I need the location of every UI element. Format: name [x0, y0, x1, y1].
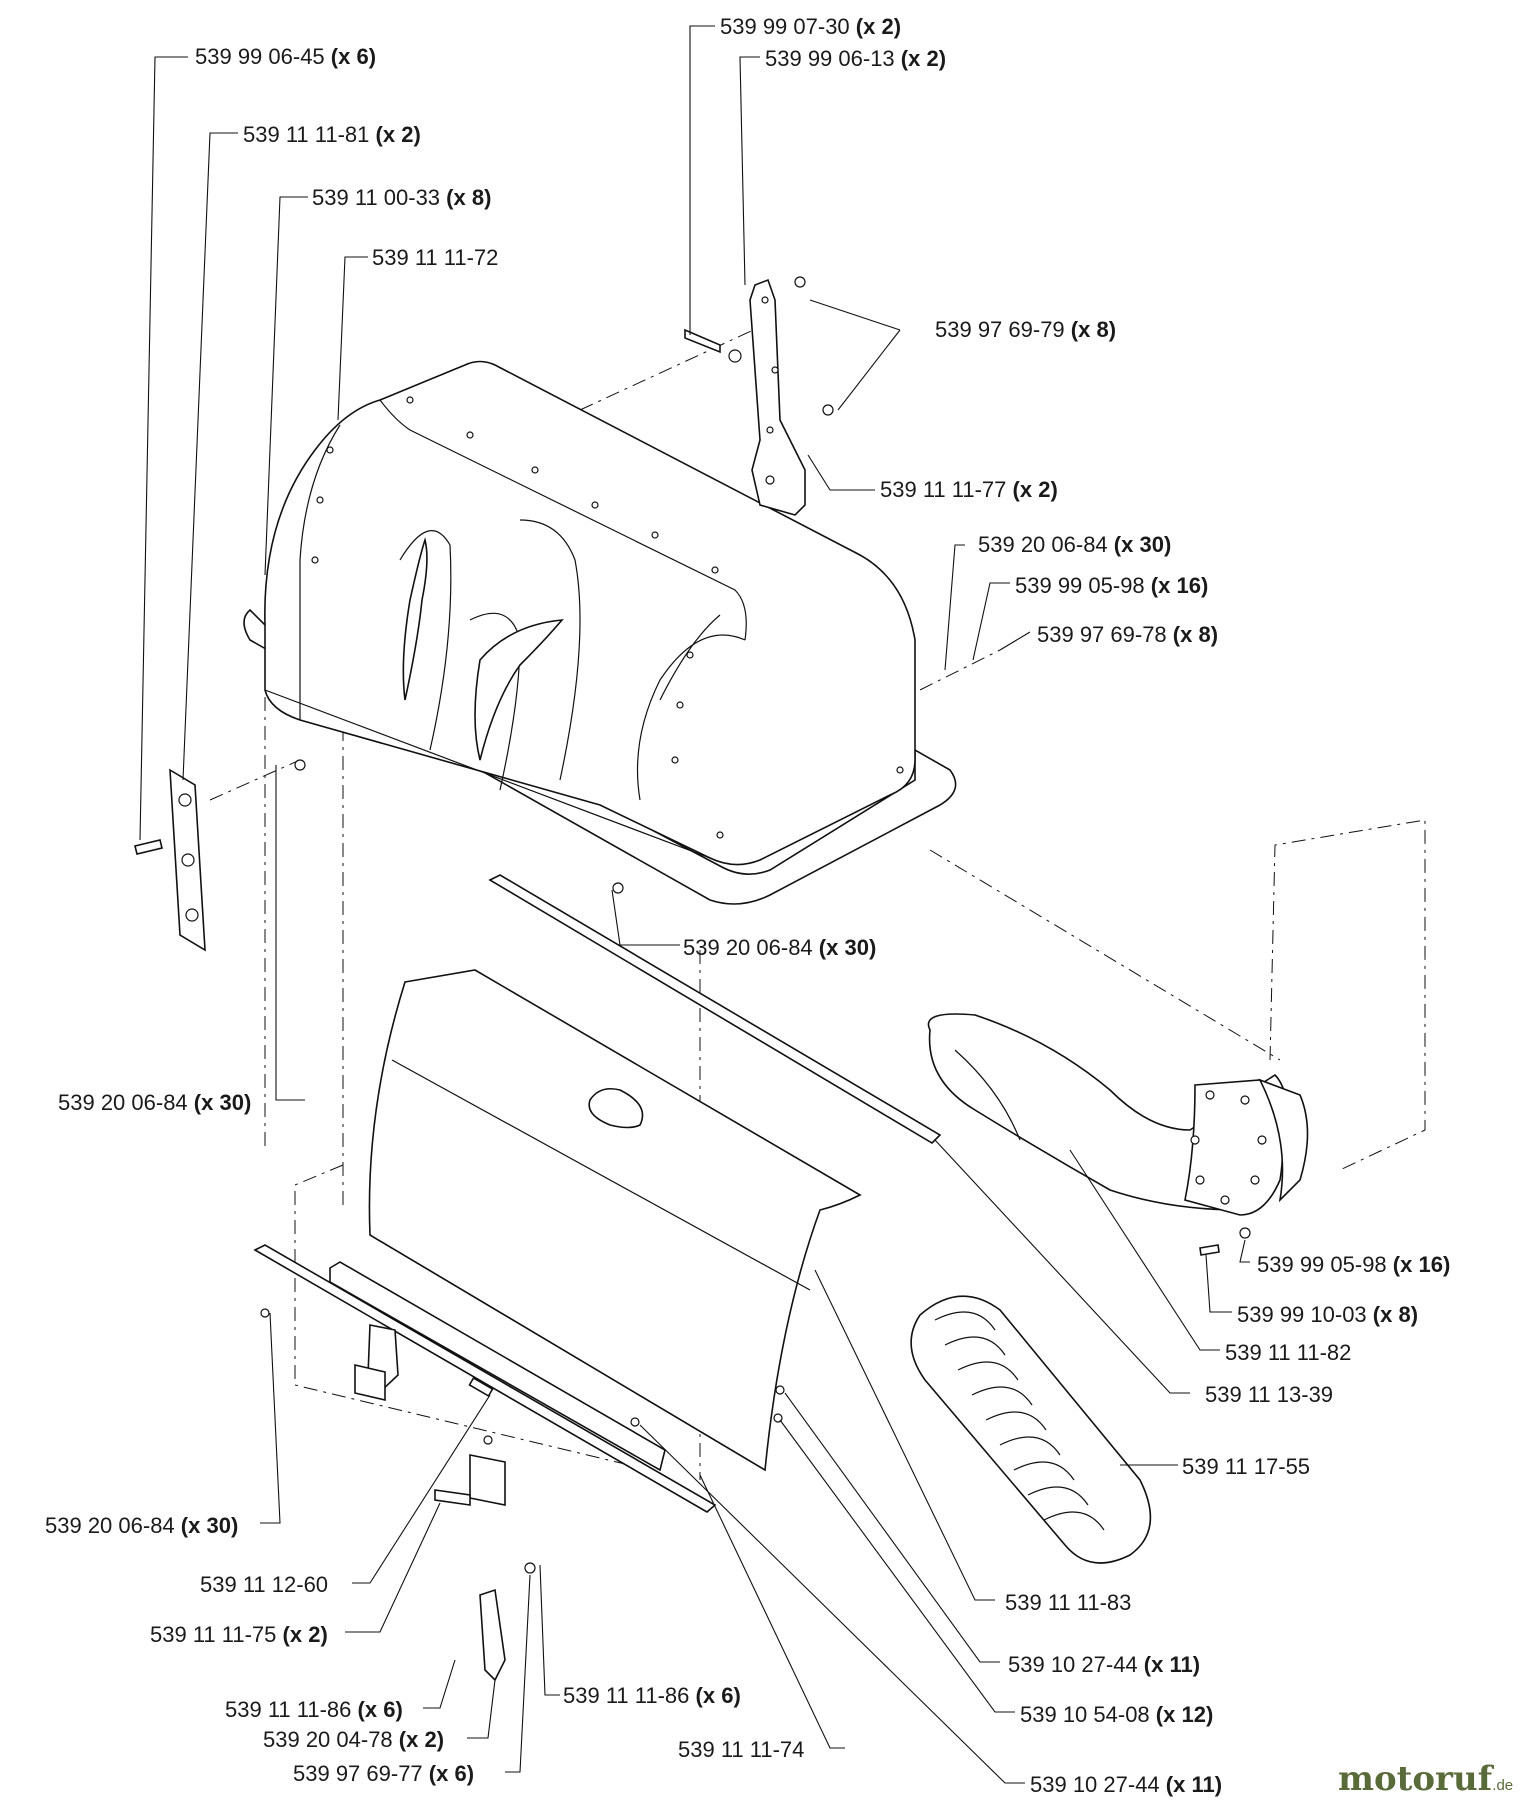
part-label: 539 99 07-30 (x 2)	[720, 14, 901, 39]
blower-chute	[927, 1013, 1309, 1256]
side-plate	[134, 759, 306, 952]
part-label: 539 20 04-78 (x 2)	[263, 1727, 444, 1752]
hood-cover	[243, 360, 957, 905]
part-label: 539 20 06-84 (x 30)	[45, 1513, 238, 1538]
part-label: 539 11 11-75 (x 2)	[150, 1622, 328, 1647]
part-label: 539 97 69-78 (x 8)	[1037, 622, 1218, 647]
part-label: 539 10 54-08 (x 12)	[1020, 1702, 1213, 1727]
part-label: 539 10 27-44 (x 11)	[1030, 1772, 1222, 1797]
part-label: 539 11 11-72	[372, 245, 498, 270]
part-label: 539 11 13-39	[1205, 1382, 1333, 1407]
svg-text:motoruf.de: motoruf.de	[1338, 1759, 1513, 1799]
part-label: 539 11 12-60	[200, 1572, 328, 1597]
part-label: 539 97 69-77 (x 6)	[293, 1761, 474, 1786]
part-label: 539 10 27-44 (x 11)	[1008, 1652, 1200, 1677]
part-label: 539 11 11-86 (x 6)	[563, 1683, 741, 1708]
part-label: 539 99 10-03 (x 8)	[1237, 1302, 1418, 1327]
part-label: 539 11 11-83	[1005, 1590, 1131, 1615]
lower-bar-assembly	[253, 1244, 717, 1682]
part-label: 539 99 06-45 (x 6)	[195, 44, 376, 69]
part-label: 539 99 05-98 (x 16)	[1015, 573, 1208, 598]
part-label: 539 11 11-86 (x 6)	[225, 1697, 403, 1722]
part-label: 539 20 06-84 (x 30)	[58, 1090, 251, 1115]
part-label: 539 11 00-33 (x 8)	[312, 185, 491, 210]
part-label: 539 99 05-98 (x 16)	[1257, 1252, 1450, 1277]
part-label: 539 99 06-13 (x 2)	[765, 46, 946, 71]
part-label: 539 11 11-74	[678, 1737, 804, 1762]
corrugated-hose	[910, 1295, 1152, 1564]
leader-lines	[139, 25, 1250, 1784]
top-bracket	[684, 276, 834, 516]
part-label: 539 11 17-55	[1182, 1454, 1310, 1479]
part-label: 539 20 06-84 (x 30)	[683, 935, 876, 960]
part-label: 539 11 11-82	[1225, 1340, 1351, 1365]
part-label: 539 97 69-79 (x 8)	[935, 317, 1116, 342]
part-label: 539 11 11-77 (x 2)	[880, 477, 1058, 502]
edge-strip	[488, 874, 942, 1145]
brand-logo: motoruf.de	[1338, 1759, 1513, 1799]
deflector-panel	[368, 969, 862, 1472]
part-labels: 539 99 06-45 (x 6) 539 11 11-81 (x 2) 53…	[45, 14, 1450, 1797]
part-label: 539 20 06-84 (x 30)	[978, 532, 1171, 557]
part-label: 539 11 11-81 (x 2)	[243, 122, 421, 147]
